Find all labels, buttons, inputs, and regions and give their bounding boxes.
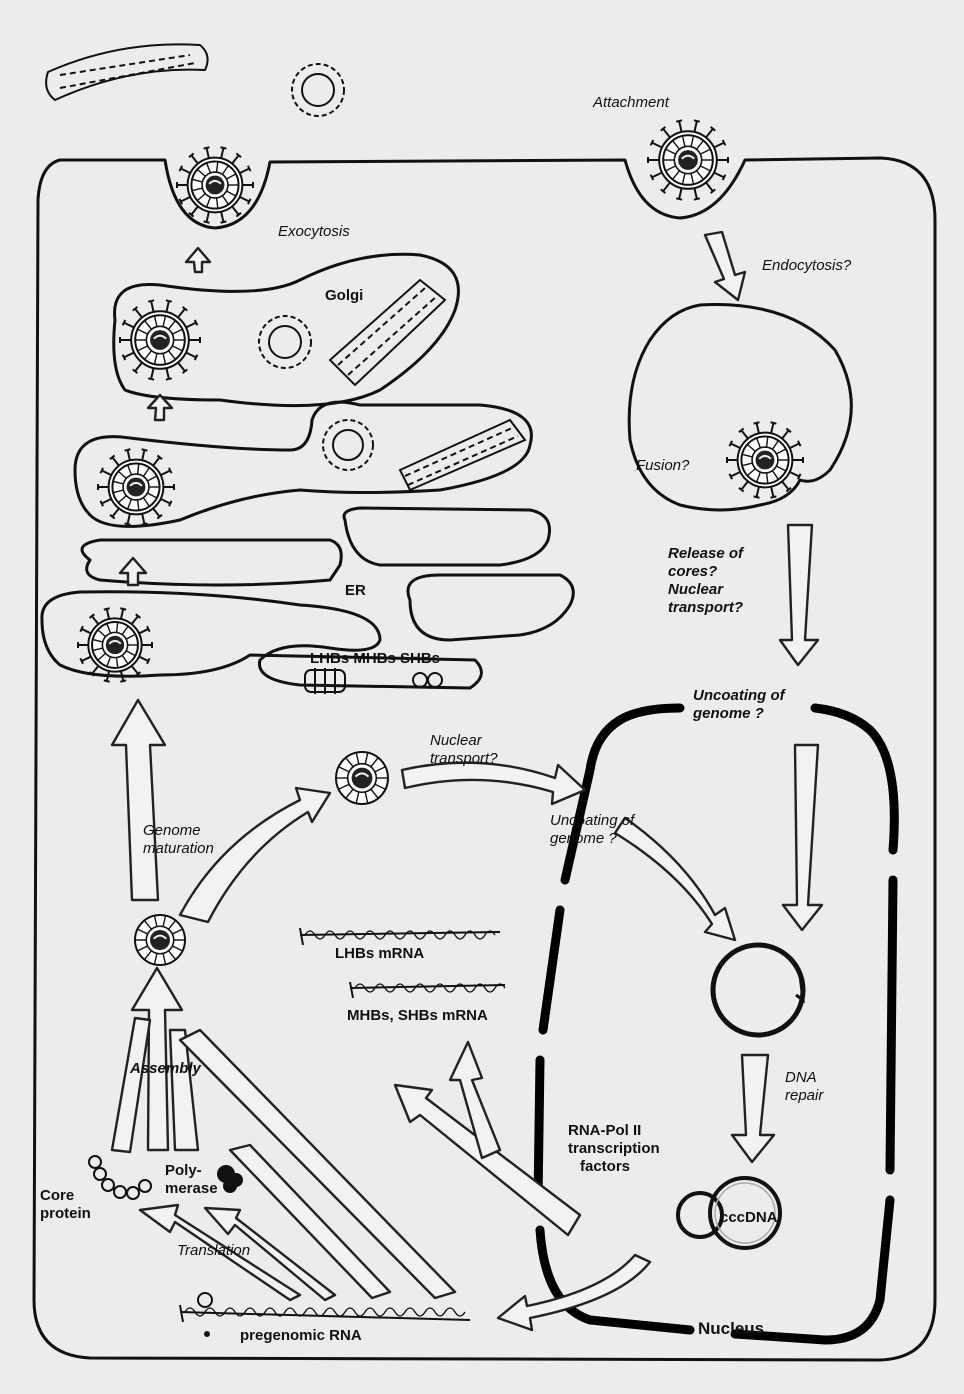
arrow-release-of-cores (780, 525, 818, 665)
endosome (629, 305, 851, 510)
spherical-particle-golgi (259, 316, 311, 368)
label-assembly: Assembly (129, 1060, 202, 1077)
spherical-particle-er (323, 420, 373, 470)
label-rna-pol-3: factors (580, 1158, 630, 1175)
label-translation: Translation (177, 1242, 250, 1259)
arrow-nuclear-uncoating-to-rcdna (615, 818, 735, 940)
label-genome-maturation-1: Genome (143, 822, 201, 839)
arrow-dna-repair (732, 1055, 774, 1162)
virion-er-lower (78, 608, 152, 681)
label-dna-repair-1: DNA (785, 1069, 817, 1086)
label-uncoating-top-1: Uncoating of (693, 687, 787, 704)
virion-exocytosis (177, 147, 253, 222)
label-exocytosis: Exocytosis (278, 223, 350, 240)
arrow-cccdna-to-pgrna (498, 1255, 650, 1330)
filament-particle-top (46, 44, 207, 100)
arrow-assembly-left (112, 1018, 150, 1152)
filament-particle-er (400, 420, 525, 490)
label-pregenomic-rna: pregenomic RNA (240, 1327, 362, 1344)
label-surface-proteins: LHBs MHBs SHBs (310, 650, 440, 667)
rcdna-circle (713, 945, 803, 1035)
label-dna-repair-2: repair (785, 1087, 824, 1104)
label-uncoating-mid-2: genome ? (550, 830, 617, 847)
surface-proteins-in-membrane (305, 668, 442, 694)
label-release-4: transport? (668, 599, 743, 616)
label-golgi: Golgi (325, 287, 363, 304)
nucleus-envelope (538, 708, 894, 1340)
er-right-strip (344, 508, 550, 565)
er-middle-strip (82, 540, 341, 585)
label-release-3: Nuclear (668, 581, 724, 598)
label-rna-pol-1: RNA-Pol II (568, 1122, 641, 1139)
label-release-1: Release of (668, 545, 745, 562)
label-nuclear-transport-2: transport? (430, 750, 498, 767)
arrow-transcription-to-mrna (395, 1085, 580, 1235)
label-polymerase-2: merase (165, 1180, 218, 1197)
core-protein-subunits (89, 1156, 151, 1199)
label-endocytosis: Endocytosis? (762, 257, 852, 274)
arrow-endocytosis (705, 232, 745, 300)
label-core-protein-1: Core (40, 1187, 74, 1204)
label-er: ER (345, 582, 366, 599)
lhbs-mrna-strand (300, 928, 500, 945)
label-mhbs-shbs-mrna: MHBs, SHBs mRNA (347, 1007, 488, 1024)
label-uncoating-top-2: genome ? (692, 705, 764, 722)
virion-golgi (120, 300, 200, 379)
label-uncoating-mid-1: Uncoating of (550, 812, 636, 829)
virion-er-upper (98, 449, 174, 524)
label-rna-pol-2: transcription (568, 1140, 660, 1157)
label-genome-maturation-2: maturation (143, 840, 214, 857)
label-attachment: Attachment (592, 94, 670, 111)
arrow-genome-maturation (112, 700, 165, 900)
mhbs-shbs-mrna-strand (350, 982, 505, 998)
er-lower-right-strip (408, 575, 573, 640)
label-nucleus: Nucleus (698, 1319, 764, 1338)
label-polymerase-1: Poly- (165, 1162, 202, 1179)
label-lhbs-mrna: LHBs mRNA (335, 945, 424, 962)
arrow-nuclear-transport-to-nucleus (402, 763, 585, 804)
virion-endosome (727, 422, 803, 497)
label-fusion: Fusion? (636, 457, 690, 474)
capsid-assembled (135, 915, 185, 965)
arrow-uncoating-to-dna (783, 745, 822, 930)
polymerase-blob (217, 1165, 243, 1193)
capsid-nuclear-transport (336, 752, 388, 804)
virion-attachment (648, 120, 728, 199)
arrow-golgi-to-exocytosis (186, 248, 210, 272)
spherical-particle-top (292, 64, 344, 116)
label-nuclear-transport-1: Nuclear (430, 732, 483, 749)
label-cccdna: cccDNA (720, 1209, 778, 1226)
label-core-protein-2: protein (40, 1205, 91, 1222)
label-release-2: cores? (668, 563, 717, 580)
